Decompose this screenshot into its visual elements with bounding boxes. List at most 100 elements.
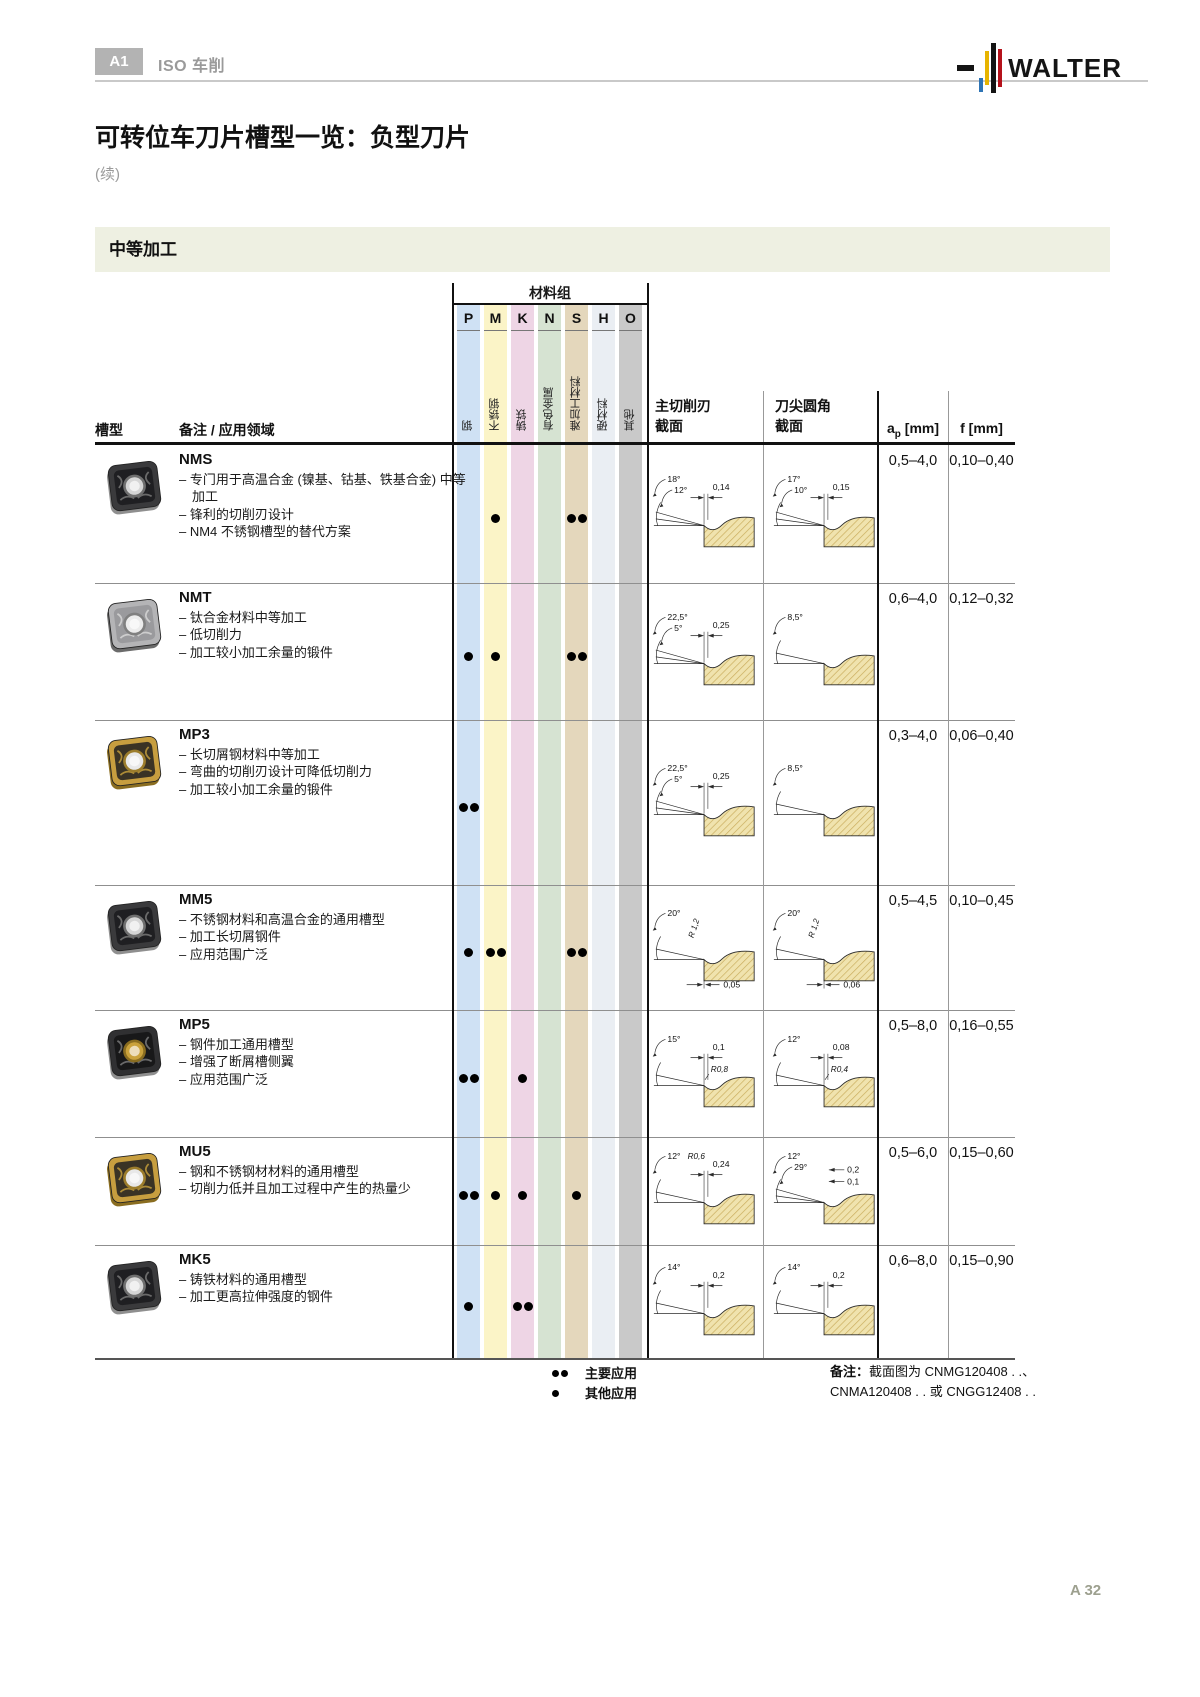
material-column-H [592, 305, 615, 1358]
f-range: 0,10–0,45 [949, 893, 1014, 909]
svg-text:14°: 14° [667, 1262, 680, 1272]
svg-text:22,5°: 22,5° [667, 763, 687, 773]
row-separator [95, 1010, 1015, 1011]
material-name-H: 硬材料 [592, 337, 615, 431]
ap-range: 0,6–4,0 [888, 591, 938, 607]
vertical-rule [877, 391, 879, 1360]
application-dots-P [457, 1074, 480, 1084]
edge-cross-section-diagram: 18°12°0,14 [652, 474, 755, 548]
bullet-item: 锋利的切削刃设计 [179, 506, 471, 523]
svg-text:0,25: 0,25 [713, 771, 730, 781]
insert-photo [95, 1145, 171, 1215]
vertical-rule [647, 283, 649, 1360]
svg-text:20°: 20° [787, 908, 800, 918]
logo-bar-black-icon [991, 43, 997, 93]
corner-cross-section-diagram: 12°R0,40,08 [772, 1034, 875, 1108]
material-name-label: 钢 [462, 420, 474, 431]
bullet-item: 加工长切屑钢件 [179, 928, 471, 945]
geometry-bullets: 长切屑钢材料中等加工弯曲的切削刃设计可降低切削力加工较小加工余量的锻件 [179, 746, 471, 798]
insert-photo [95, 591, 171, 661]
svg-text:0,2: 0,2 [847, 1165, 859, 1175]
page-title: 可转位车刀片槽型一览：负型刀片 [95, 124, 471, 152]
section-band: 中等加工 [95, 227, 1110, 272]
application-dot [491, 652, 500, 662]
geometry-row-MP3: MP3 长切屑钢材料中等加工弯曲的切削刃设计可降低切削力加工较小加工余量的锻件 22… [95, 720, 1015, 885]
geometry-name: MU5 [179, 1143, 211, 1160]
svg-text:0,1: 0,1 [847, 1176, 859, 1186]
col-header-edge-line1: 主切削刃 [655, 398, 711, 414]
svg-text:R0,6: R0,6 [688, 1152, 706, 1161]
row-description: MM5不锈钢材料和高温合金的通用槽型加工长切屑钢件应用范围广泛 [179, 891, 471, 963]
svg-text:12°: 12° [787, 1034, 800, 1044]
application-dots-P [457, 652, 480, 662]
svg-text:0,24: 0,24 [713, 1159, 730, 1169]
application-dots-M [484, 948, 507, 958]
application-dots-M [484, 514, 507, 524]
material-letter-O: O [619, 305, 642, 331]
application-dots-P [457, 1191, 480, 1201]
edge-cross-section-diagram: 20°R 1,20,05 [652, 908, 755, 990]
page-number: A 32 [1070, 1582, 1102, 1599]
legend-dots [551, 1385, 577, 1400]
svg-text:R 1,2: R 1,2 [807, 917, 822, 939]
bullet-item: NM4 不锈钢槽型的替代方案 [179, 523, 471, 540]
bullet-item: 加工较小加工余量的锻件 [179, 781, 471, 798]
bullet-item: 弯曲的切削刃设计可降低切削力 [179, 763, 471, 780]
logo-bar-yellow-icon [985, 51, 990, 85]
col-header-corner-line2: 截面 [775, 418, 803, 434]
f-range: 0,15–0,60 [949, 1145, 1014, 1161]
row-separator [95, 1245, 1015, 1246]
legend-label: 主要应用 [585, 1365, 638, 1381]
material-name-M: 不锈钢 [484, 337, 507, 431]
application-dots-P [457, 1302, 480, 1312]
application-dot [496, 948, 506, 958]
edge-cross-section-diagram: 22,5°5°0,25 [652, 763, 755, 837]
application-dot [566, 652, 576, 662]
edge-cross-section-diagram: 22,5°5°0,25 [652, 612, 755, 686]
bullet-item: 铸铁材料的通用槽型 [179, 1271, 471, 1288]
row-description: NMS专门用于高温合金 (镍基、钴基、铁基合金) 中等加工锋利的切削刃设计NM4… [179, 451, 471, 541]
application-dots-K [511, 1074, 534, 1084]
row-description: MP5钢件加工通用槽型增强了断屑槽侧翼应用范围广泛 [179, 1016, 471, 1088]
material-name-label: 硬材料 [597, 398, 609, 431]
f-range: 0,10–0,40 [949, 453, 1014, 469]
legend-dot [552, 1369, 559, 1377]
svg-text:12°: 12° [787, 1151, 800, 1161]
application-dot [566, 948, 576, 958]
insert-photo [95, 453, 171, 523]
row-description: MP3 长切屑钢材料中等加工弯曲的切削刃设计可降低切削力加工较小加工余量的锻件 [179, 726, 471, 798]
insert-photo [95, 1018, 171, 1088]
row-separator [95, 1137, 1015, 1138]
application-dot [485, 948, 495, 958]
application-dots-S [565, 514, 588, 524]
bullet-item: 不锈钢材料和高温合金的通用槽型 [179, 911, 471, 928]
brand-name: WALTER [1008, 52, 1122, 83]
ap-range: 0,5–6,0 [888, 1145, 938, 1161]
application-dots-M [484, 652, 507, 662]
geometry-name: MP3 [179, 726, 210, 743]
svg-text:0,2: 0,2 [713, 1270, 725, 1280]
bullet-item: 加工较小加工余量的锻件 [179, 644, 471, 661]
svg-text:0,15: 0,15 [833, 482, 850, 492]
svg-text:20°: 20° [667, 908, 680, 918]
svg-text:0,25: 0,25 [713, 620, 730, 630]
application-dots-S [565, 652, 588, 662]
col-header-corner-section: 刀尖圆角 截面 [775, 396, 831, 436]
svg-text:17°: 17° [787, 474, 800, 484]
material-column-P [457, 305, 480, 1358]
f-range: 0,15–0,90 [949, 1253, 1014, 1269]
note-line2: CNMA120408 . . 或 CNGG12408 . . [830, 1384, 1036, 1399]
application-dots-M [484, 1191, 507, 1201]
col-header-notes: 备注 / 应用领域 [179, 422, 275, 438]
legend-dot [561, 1369, 568, 1377]
application-dot [523, 1302, 533, 1312]
material-name-label: 铸铁 [516, 409, 528, 431]
material-name-label: 其他 [624, 409, 636, 431]
geometry-bullets: 铸铁材料的通用槽型加工更高拉伸强度的钢件 [179, 1271, 471, 1306]
bullet-item: 专门用于高温合金 (镍基、钴基、铁基合金) 中等加工 [179, 471, 471, 506]
application-dot [458, 1191, 468, 1201]
svg-text:12°: 12° [667, 1151, 680, 1161]
row-description: NMT钛合金材料中等加工低切削力加工较小加工余量的锻件 [179, 589, 471, 661]
corner-cross-section-diagram: 12°29°0,20,1 [772, 1151, 875, 1225]
